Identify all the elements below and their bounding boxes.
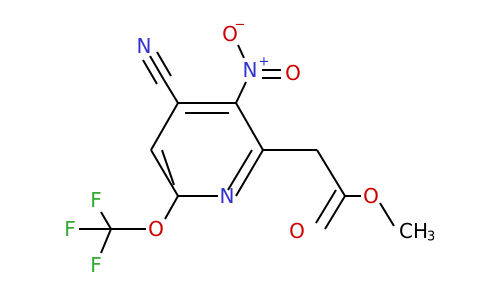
methyl-subscript: 3 bbox=[427, 230, 435, 245]
nitro-n-charge: + bbox=[259, 55, 270, 70]
nitrile-n-label: N bbox=[137, 34, 152, 58]
f-left-label: F bbox=[64, 217, 76, 241]
bond-c4-cn bbox=[163, 79, 179, 104]
nitro-o-right-label: O bbox=[285, 61, 301, 85]
f-bottom-label: F bbox=[90, 253, 102, 277]
bond-carbonyl-c-o-inner bbox=[315, 189, 337, 224]
bond-c6-c5 bbox=[150, 149, 179, 197]
bond-ch2-carbonyl-c bbox=[316, 149, 346, 197]
bond-nitro-o-top bbox=[237, 44, 245, 59]
bond-c5-c4 bbox=[150, 102, 179, 151]
bond-c2-n-inner bbox=[227, 149, 253, 191]
bond-cf3-f-top bbox=[100, 211, 112, 230]
bond-c6-ether-o bbox=[164, 195, 179, 220]
atom-labels: N N + O − O N O F F F O O CH 3 bbox=[64, 18, 435, 278]
carbonyl-o-label: O bbox=[289, 219, 305, 243]
bond-carbonyl-c-o bbox=[324, 195, 346, 230]
ester-o-label: O bbox=[363, 184, 379, 208]
bond-c2-n bbox=[235, 149, 264, 197]
bond-c3-nitro bbox=[235, 81, 247, 104]
bonds bbox=[79, 44, 395, 254]
nitro-n-label: N bbox=[243, 58, 258, 82]
nitro-o-top-label: O bbox=[222, 22, 238, 46]
nitro-o-top-charge: − bbox=[235, 18, 246, 33]
ring-n-label: N bbox=[220, 184, 235, 208]
f-top-label: F bbox=[90, 188, 102, 212]
bond-c3-c2 bbox=[235, 102, 264, 151]
methyl-label: CH bbox=[399, 219, 428, 243]
bond-cn-triple-2 bbox=[156, 51, 172, 77]
bond-ester-o-methyl bbox=[379, 202, 395, 227]
bond-c6-c5-inner bbox=[161, 149, 175, 186]
ether-o-label: O bbox=[148, 217, 164, 241]
bond-cn-triple-1 bbox=[149, 55, 165, 81]
bond-cf3-f-bottom bbox=[100, 228, 112, 254]
bond-cn-triple-3 bbox=[142, 59, 158, 85]
